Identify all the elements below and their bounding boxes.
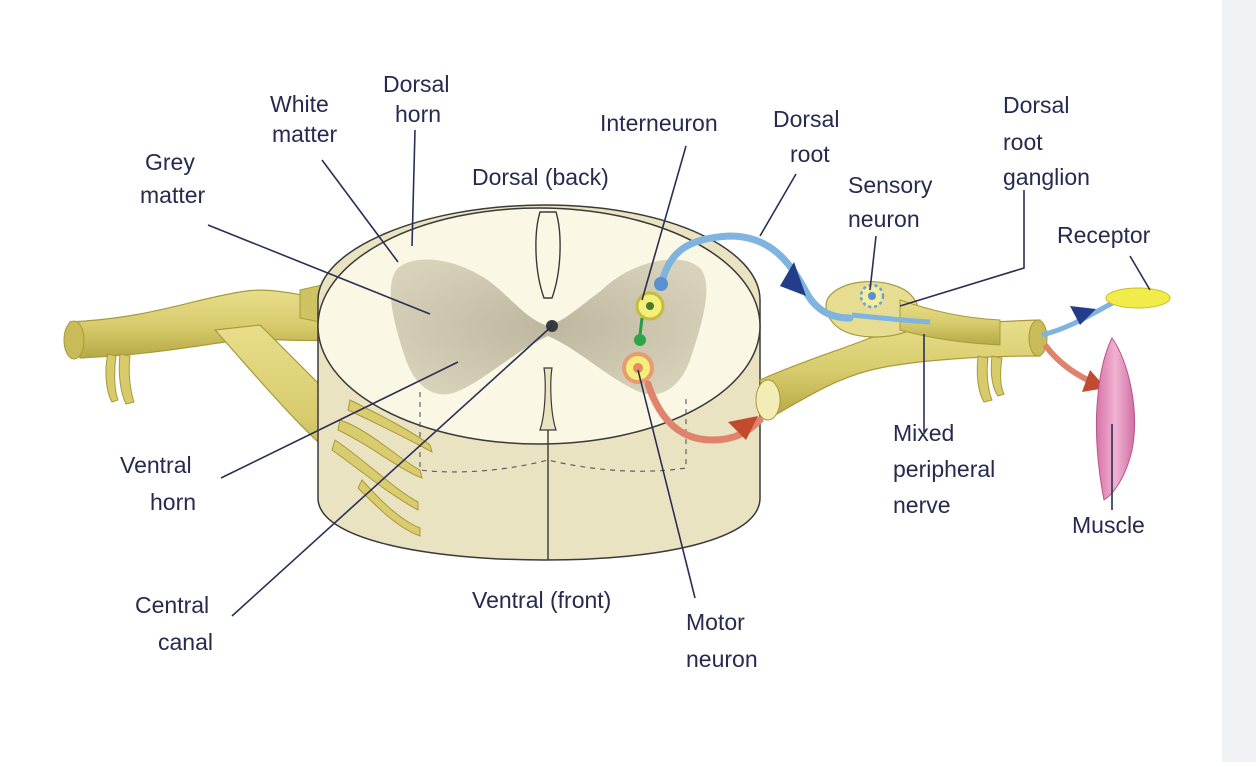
right-scrollbar-strip xyxy=(1222,0,1256,762)
label-drg-2: root xyxy=(1003,129,1043,155)
label-grey-matter-2: matter xyxy=(140,182,206,208)
label-interneuron: Interneuron xyxy=(600,110,718,136)
muscle-shape xyxy=(1095,337,1135,501)
label-ventral-front: Ventral (front) xyxy=(472,587,611,613)
label-central-canal-2: canal xyxy=(158,629,213,655)
label-mixed-nerve-1: Mixed xyxy=(893,420,954,446)
right-spinal-nerve xyxy=(755,280,1048,421)
label-grey-matter-1: Grey xyxy=(145,149,195,175)
label-drg-3: ganglion xyxy=(1003,164,1090,190)
motor-pathway xyxy=(644,337,1135,501)
leader-lines xyxy=(207,129,1151,617)
label-dorsal-root-2: root xyxy=(790,141,830,167)
label-receptor: Receptor xyxy=(1057,222,1151,248)
interneuron-cell xyxy=(634,291,665,346)
label-white-matter-2: matter xyxy=(272,121,338,147)
label-motor-neuron-1: Motor xyxy=(686,609,745,635)
label-dorsal-horn-1: Dorsal xyxy=(383,71,449,97)
label-dorsal-back: Dorsal (back) xyxy=(472,164,609,190)
labels: Dorsal horn White matter Grey matter Int… xyxy=(120,71,1151,672)
label-sensory-neuron-1: Sensory xyxy=(848,172,933,198)
sensory-pathway xyxy=(654,232,1171,338)
label-mixed-nerve-2: peripheral xyxy=(893,456,995,482)
label-muscle: Muscle xyxy=(1072,512,1145,538)
label-white-matter-1: White xyxy=(270,91,329,117)
label-sensory-neuron-2: neuron xyxy=(848,206,920,232)
label-drg-1: Dorsal xyxy=(1003,92,1069,118)
label-central-canal-1: Central xyxy=(135,592,209,618)
label-motor-neuron-2: neuron xyxy=(686,646,758,672)
label-ventral-horn-1: Ventral xyxy=(120,452,192,478)
label-dorsal-horn-2: horn xyxy=(395,101,441,127)
label-dorsal-root-1: Dorsal xyxy=(773,106,839,132)
receptor-shape xyxy=(1105,287,1171,309)
label-mixed-nerve-3: nerve xyxy=(893,492,951,518)
label-ventral-horn-2: horn xyxy=(150,489,196,515)
motor-neuron-cell xyxy=(622,352,654,384)
